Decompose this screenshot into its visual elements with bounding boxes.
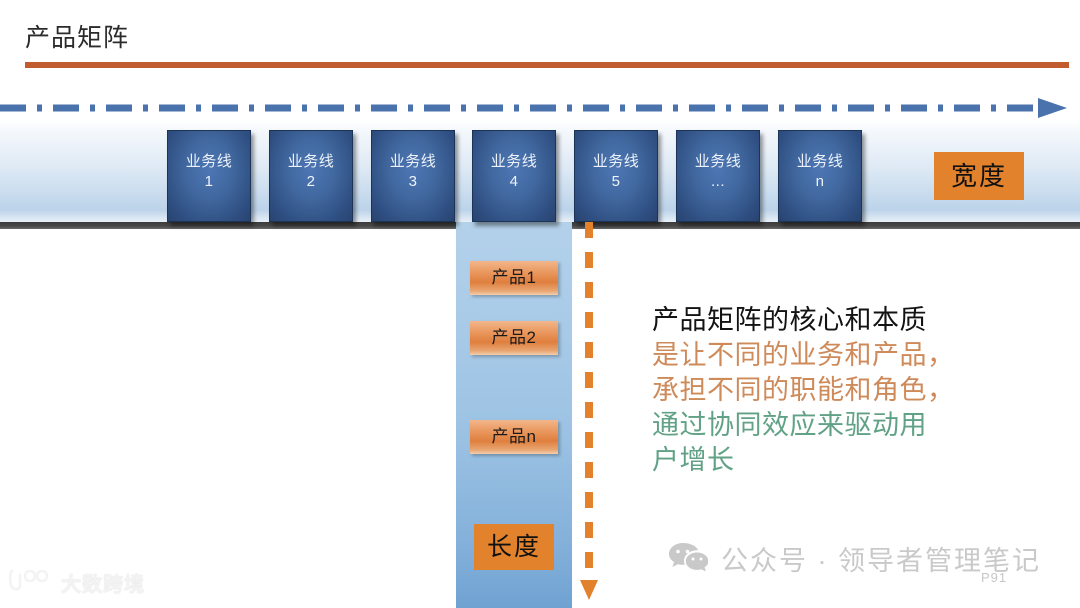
business-line-index: 2 (306, 173, 316, 190)
wechat-icon (668, 541, 709, 576)
business-line-index: 1 (204, 173, 214, 190)
business-line-label: 业务线 (694, 153, 742, 170)
width-label-chip: 宽度 (934, 152, 1024, 200)
length-axis-arrow (578, 222, 600, 608)
business-line-box-5[interactable]: 业务线 5 (574, 130, 658, 222)
callout-line-4: 通过协同效应来驱动用 (652, 410, 927, 440)
business-line-index: 3 (408, 173, 418, 190)
callout-line-3: 承担不同的职能和角色， (652, 375, 955, 405)
business-line-box-2[interactable]: 业务线 2 (269, 130, 353, 222)
wechat-footer: 公众号 · 领导者管理笔记 (668, 539, 1041, 578)
callout-text-block: 产品矩阵的核心和本质 是让不同的业务和产品， 承担不同的职能和角色， 通过协同效… (652, 303, 1052, 478)
business-line-index: n (815, 173, 825, 190)
wechat-account-name: 公众号 · 领导者管理笔记 (721, 546, 1041, 576)
length-label-chip: 长度 (474, 524, 554, 570)
width-axis-arrow (0, 97, 1080, 119)
callout-line-1: 产品矩阵的核心和本质 (652, 305, 927, 335)
title-underline-rule (25, 62, 1069, 68)
business-line-label: 业务线 (389, 153, 437, 170)
business-line-box-ellipsis[interactable]: 业务线 ... (676, 130, 760, 222)
brand-watermark: 大数跨境 (8, 567, 145, 598)
callout-line-2: 是让不同的业务和产品， (652, 340, 955, 370)
business-line-index: ... (710, 173, 725, 190)
business-line-index: 5 (611, 173, 621, 190)
callout-line-5: 户增长 (652, 445, 735, 475)
business-line-label: 业务线 (796, 153, 844, 170)
page-title: 产品矩阵 (25, 24, 130, 52)
watermark-text: 大数跨境 (61, 574, 145, 596)
business-line-index: 4 (509, 173, 519, 190)
page-number: P91 (981, 570, 1008, 585)
business-line-label: 业务线 (592, 153, 640, 170)
business-line-box-n[interactable]: 业务线 n (778, 130, 862, 222)
product-box-1[interactable]: 产品1 (470, 261, 558, 295)
product-box-2[interactable]: 产品2 (470, 321, 558, 355)
business-line-label: 业务线 (287, 153, 335, 170)
business-line-box-1[interactable]: 业务线 1 (167, 130, 251, 222)
business-line-box-3[interactable]: 业务线 3 (371, 130, 455, 222)
business-line-label: 业务线 (490, 153, 538, 170)
watermark-logo-icon (8, 567, 54, 598)
product-box-n[interactable]: 产品n (470, 420, 558, 454)
business-line-label: 业务线 (185, 153, 233, 170)
business-line-box-4[interactable]: 业务线 4 (472, 130, 556, 222)
